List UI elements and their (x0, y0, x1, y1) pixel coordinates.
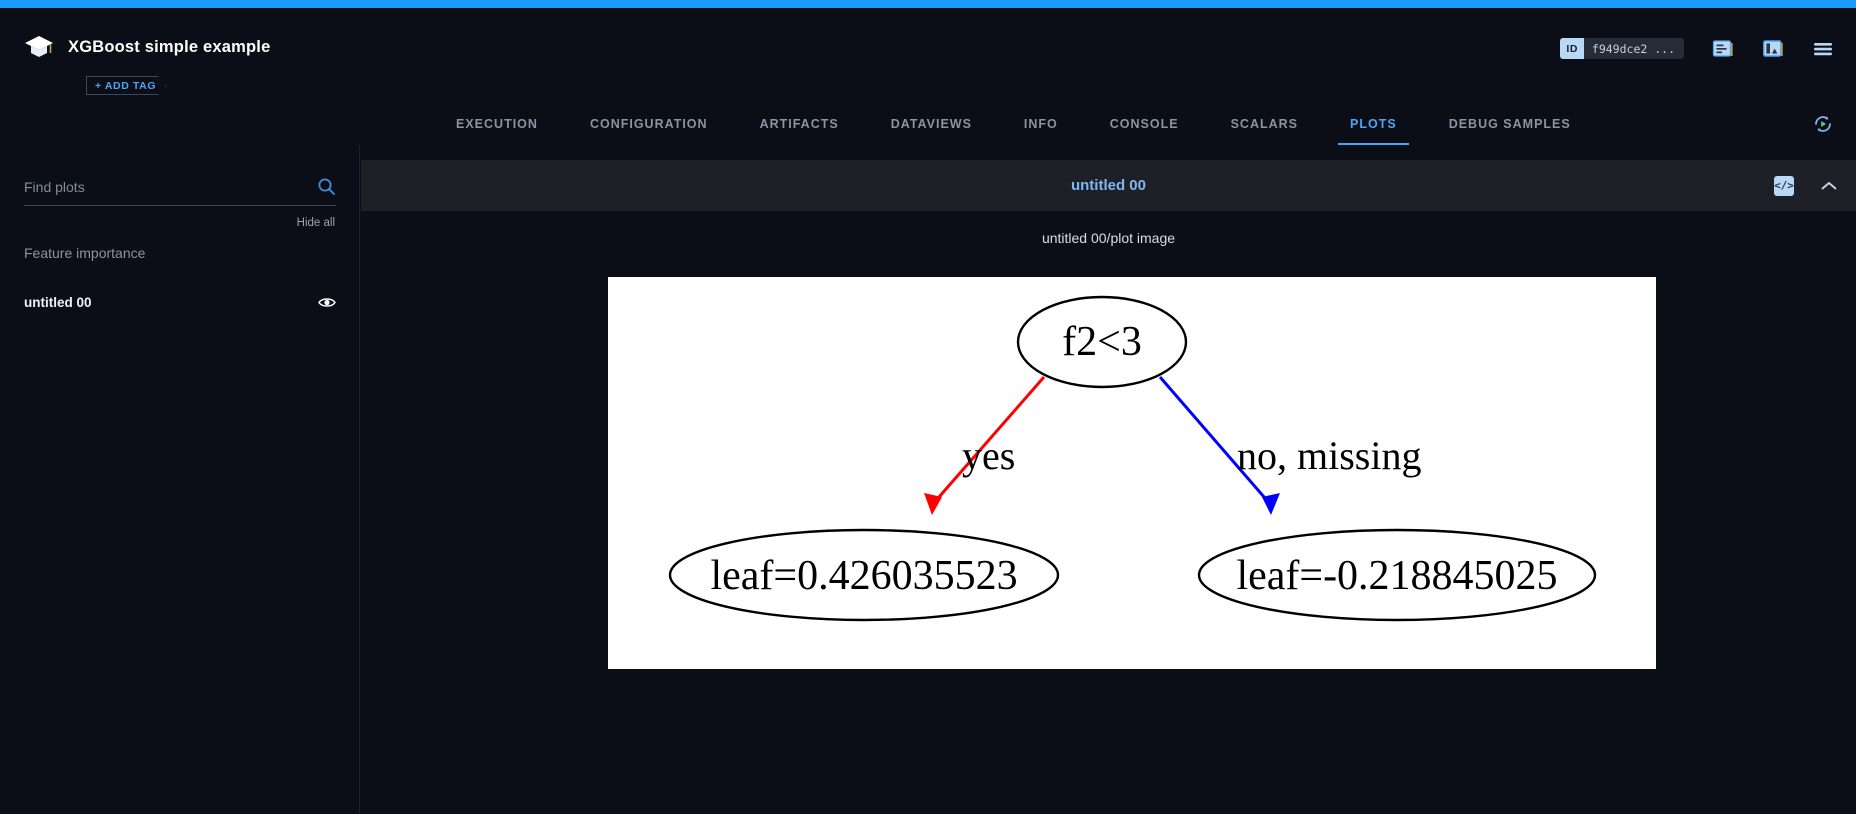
dashboard-panel-icon[interactable] (1762, 39, 1784, 59)
tree-node-left-label: leaf=0.426035523 (710, 553, 1017, 599)
tree-edge-yes (924, 376, 1046, 515)
tab-bar: EXECUTION CONFIGURATION ARTIFACTS DATAVI… (0, 103, 1856, 145)
experiment-id-chip[interactable]: ID f949dce2 ... (1560, 38, 1684, 59)
add-tag-button[interactable]: + ADD TAG (86, 76, 166, 95)
plot-item-label: untitled 00 (24, 294, 92, 310)
id-value: f949dce2 ... (1591, 41, 1675, 56)
tab-plots[interactable]: PLOTS (1324, 103, 1423, 145)
plot-image-caption: untitled 00/plot image (1041, 230, 1176, 246)
plot-group-title: Feature importance (24, 245, 146, 261)
tree-node-root-label: f2<3 (1062, 319, 1142, 365)
tab-configuration[interactable]: CONFIGURATION (589, 117, 708, 131)
tree-node-right-label: leaf=-0.218845025 (1236, 553, 1557, 599)
tree-node-right (1197, 528, 1597, 622)
tab-console[interactable]: CONSOLE (1109, 117, 1179, 131)
chevron-up-icon[interactable] (1820, 180, 1838, 192)
tab-execution[interactable]: EXECUTION (456, 117, 538, 131)
tab-scalars[interactable]: SCALARS (1230, 117, 1299, 131)
code-view-icon[interactable]: </> (1774, 175, 1794, 196)
tab-info[interactable]: INFO (1023, 117, 1058, 131)
header-actions: ID f949dce2 ... (1560, 38, 1834, 59)
tree-edge-no-label: no, missing (1237, 433, 1421, 478)
eye-icon[interactable] (318, 296, 336, 309)
tree-node-left (668, 528, 1060, 622)
plot-card-header: untitled 00 </> (361, 160, 1856, 211)
auto-refresh-play-icon[interactable] (1812, 113, 1834, 140)
plot-card-title: untitled 00 (1070, 177, 1146, 194)
plot-image[interactable]: f2<3 yes no, missing leaf=0.426035523 (608, 277, 1656, 669)
graduation-cap-logo (24, 34, 54, 60)
sidebar-item-untitled-00[interactable]: untitled 00 (0, 285, 360, 319)
hamburger-menu-icon[interactable] (1812, 40, 1834, 58)
tab-debug-samples[interactable]: DEBUG SAMPLES (1448, 117, 1571, 131)
tree-edge-yes-label: yes (962, 433, 1015, 478)
body: Hide all Feature importance untitled 00 … (0, 145, 1856, 814)
plot-card-actions: </> (1774, 160, 1838, 211)
tab-dataviews[interactable]: DATAVIEWS (890, 117, 972, 131)
id-label: ID (1560, 38, 1584, 59)
brand: XGBoost simple example (24, 34, 270, 60)
tab-artifacts[interactable]: ARTIFACTS (759, 117, 839, 131)
search-icon[interactable] (317, 177, 336, 196)
plots-main-panel: untitled 00 </> untitled 00/plot image f… (361, 145, 1856, 814)
hide-all-link[interactable]: Hide all (296, 217, 335, 229)
log-report-icon[interactable] (1712, 39, 1734, 59)
tab-list: EXECUTION CONFIGURATION ARTIFACTS DATAVI… (0, 103, 1856, 145)
tree-node-root (1016, 295, 1188, 389)
tree-edge-no-missing (1158, 376, 1280, 515)
page-header: XGBoost simple example + ADD TAG ID f949… (0, 8, 1856, 103)
plots-sidebar: Hide all Feature importance untitled 00 (0, 145, 360, 814)
page-title: XGBoost simple example (68, 37, 271, 56)
search-input[interactable] (24, 178, 317, 195)
search-row (24, 177, 336, 206)
